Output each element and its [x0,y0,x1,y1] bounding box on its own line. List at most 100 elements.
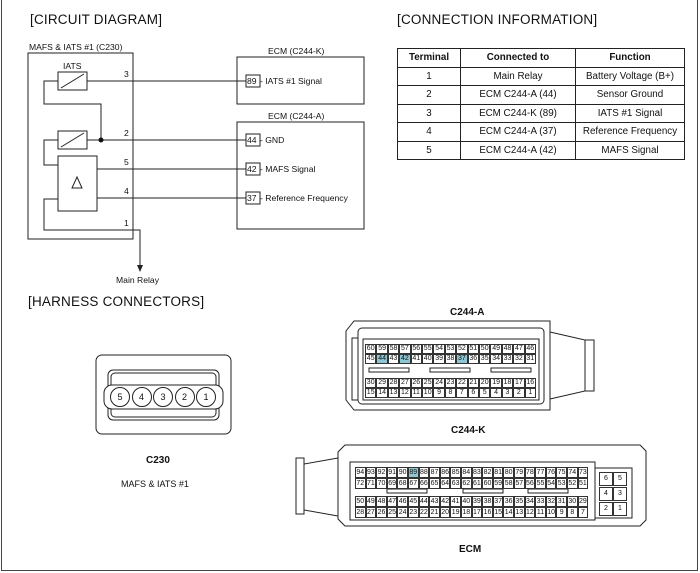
table-row: 4 ECM C244-A (37) Reference Frequency [397,122,685,142]
c244k-side-pin-3: 3 [613,487,627,501]
c244a-pin-16: 16 [524,378,536,388]
table-row: 2 ECM C244-A (44) Sensor Ground [397,85,685,105]
c244a-pin-51: 51 [467,344,479,354]
wire-number-1: 1 [124,218,129,228]
c244k-pin-78: 78 [524,467,536,478]
c244a-pin-4: 4 [490,388,502,398]
c244a-pin-1: 1 [524,388,536,398]
c244a-pin-38: 38 [444,354,457,364]
c244a-pin-9: 9 [433,388,445,398]
c244k-pin-15: 15 [492,507,504,518]
c244a-pin-22: 22 [456,378,468,388]
c244k-pin-9: 9 [556,507,567,518]
c244a-pin-26: 26 [410,378,422,388]
ecm-pin-42-signal: - MAFS Signal [260,164,316,174]
c244k-pin-57: 57 [514,478,525,489]
c244a-pin-27: 27 [399,378,411,388]
c244k-pin-61: 61 [471,478,483,489]
c244k-pin-21: 21 [429,507,440,518]
c244k-pin-90: 90 [397,467,408,478]
ecm-c244a-box [236,121,365,230]
c244k-pin-28: 28 [355,507,366,518]
c244k-pin-43: 43 [429,496,440,507]
table-row: 3 ECM C244-K (89) IATS #1 Signal [397,103,685,123]
c244a-pin-15: 15 [365,388,377,398]
c244a-pin-55: 55 [422,344,434,354]
ecm-pin-89-signal: - IATS #1 Signal [260,76,322,86]
c244k-pin-92: 92 [376,467,387,478]
c244k-pin-59: 59 [492,478,504,489]
c244a-pin-25: 25 [422,378,434,388]
ecm-c244k-box [236,56,365,105]
c244k-pin-77: 77 [535,467,546,478]
ecm-pin-37-signal: - Reference Frequency [260,193,348,203]
c244a-pin-54: 54 [433,344,445,354]
c244k-pin-30: 30 [567,496,578,507]
c244a-pin-2: 2 [513,388,525,398]
c244k-side-pin-6: 6 [599,472,613,486]
c244k-name: C244-K [451,425,486,436]
c230-pin-4: 4 [131,387,152,407]
c244k-pin-23: 23 [408,507,419,518]
c244a-pin-29: 29 [376,378,388,388]
c244a-pin-19: 19 [490,378,502,388]
connection-info-title: [CONNECTION INFORMATION] [397,12,598,27]
c244a-pin-14: 14 [376,388,388,398]
c244k-pin-14: 14 [503,507,514,518]
c244k-pin-11: 11 [535,507,546,518]
c230-pin-2: 2 [174,387,195,407]
main-relay-label: Main Relay [116,275,159,285]
c244k-pin-29: 29 [577,496,589,507]
c244k-pin-17: 17 [471,507,483,518]
c244k-pin-42: 42 [439,496,451,507]
c244k-pin-80: 80 [503,467,514,478]
c244a-pin-43: 43 [387,354,400,364]
c244a-pin-13: 13 [387,388,400,398]
c244k-side-pin-1: 1 [613,502,627,516]
c230-description: MAFS & IATS #1 [121,479,189,489]
c244k-pin-74: 74 [567,467,578,478]
c244k-pin-76: 76 [545,467,557,478]
table-row: 1 Main Relay Battery Voltage (B+) [397,66,685,86]
c244a-pin-8: 8 [444,388,457,398]
c244a-pin-49: 49 [490,344,502,354]
c244k-pin-37: 37 [492,496,504,507]
wire-number-3: 3 [124,69,129,79]
iats-label: IATS [63,61,82,71]
c244k-pin-32: 32 [545,496,557,507]
c244k-pin-26: 26 [376,507,387,518]
c244k-pin-83: 83 [471,467,483,478]
c244a-pin-40: 40 [422,354,434,364]
c244k-pin-72: 72 [355,478,366,489]
c244k-pin-24: 24 [397,507,408,518]
c244k-pin-91: 91 [386,467,398,478]
c244k-pin-12: 12 [524,507,536,518]
c244a-pin-37: 37 [456,354,468,364]
c244a-pin-6: 6 [467,388,479,398]
c244k-pin-10: 10 [545,507,557,518]
c244a-pin-12: 12 [399,388,411,398]
c244k-pin-41: 41 [450,496,461,507]
c244a-pin-59: 59 [376,344,388,354]
c244a-pin-20: 20 [479,378,491,388]
c244a-pin-7: 7 [456,388,468,398]
c244k-pin-54: 54 [545,478,557,489]
c244a-pin-31: 31 [524,354,536,364]
c244k-pin-44: 44 [418,496,430,507]
c244k-pin-35: 35 [514,496,525,507]
c244k-pin-25: 25 [386,507,398,518]
ecm-label: ECM [459,544,482,555]
c244a-pin-24: 24 [433,378,445,388]
c244k-pin-67: 67 [408,478,419,489]
c244a-pin-36: 36 [467,354,479,364]
c244a-name: C244-A [450,307,485,318]
c244k-pin-52: 52 [567,478,578,489]
sensor-connector-label: MAFS & IATS #1 (C230) [29,42,123,52]
c244k-pin-27: 27 [365,507,377,518]
c244k-pin-56: 56 [524,478,536,489]
ecm-pin-89: 89 [247,76,257,86]
c244k-pin-18: 18 [461,507,472,518]
c244k-pin-16: 16 [482,507,493,518]
